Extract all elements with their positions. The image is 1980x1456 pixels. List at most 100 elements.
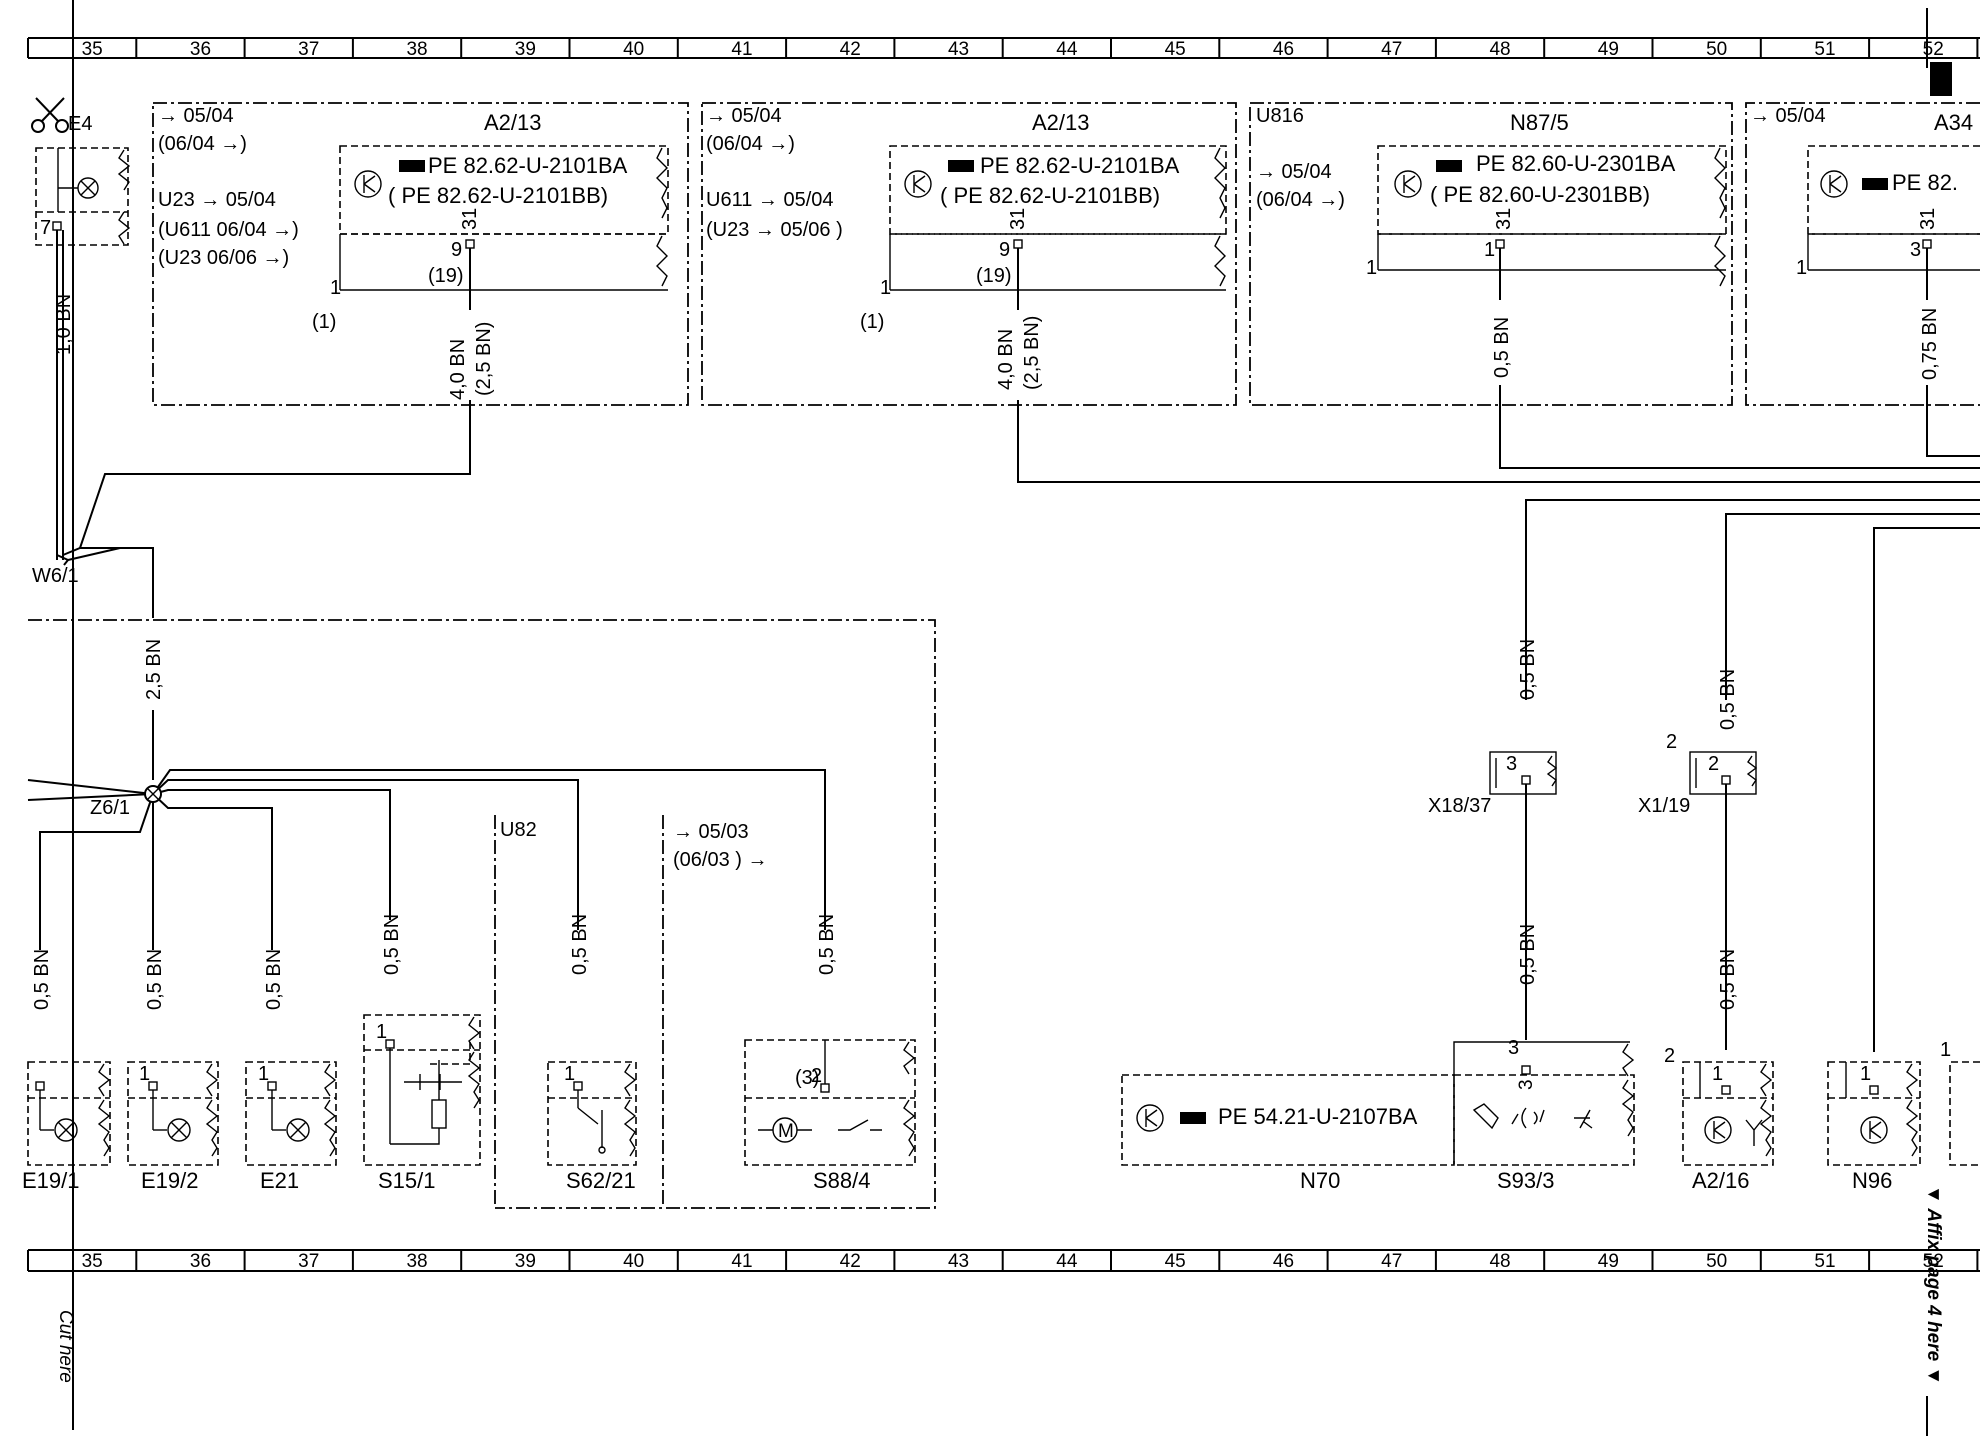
column-number: 38 (406, 39, 427, 60)
svg-text:(06/04 →): (06/04 →) (158, 133, 247, 155)
svg-text:0,5 BN: 0,5 BN (1491, 317, 1513, 378)
column-number: 51 (1814, 1251, 1835, 1272)
reference-hand-icon (1180, 1112, 1206, 1124)
column-number: 35 (82, 39, 103, 60)
column-number: 48 (1489, 39, 1510, 60)
svg-text:1: 1 (1860, 1063, 1871, 1085)
svg-text:1: 1 (1796, 257, 1807, 279)
column-number: 49 (1598, 1251, 1619, 1272)
svg-text:0,5 BN: 0,5 BN (144, 949, 166, 1010)
component-A2-16: 2 1 A2/16 (1664, 1045, 1774, 1193)
svg-text:4,0 BN: 4,0 BN (447, 339, 469, 400)
phone-icon (1472, 1103, 1499, 1130)
component-name: S88/4 (813, 1168, 871, 1193)
scissors-icon[interactable] (31, 97, 69, 133)
svg-text:2: 2 (1664, 1045, 1675, 1067)
a2-16-name: A2/16 (1692, 1168, 1750, 1193)
lamp-icon (54, 1118, 78, 1142)
svg-text:0,5 BN: 0,5 BN (263, 949, 285, 1010)
column-number: 35 (82, 1251, 103, 1272)
affix-margin: ▼ Affix page 4 here ▼ (1923, 8, 1952, 1436)
module-A2-13-b: → 05/04 (06/04 →) U611 → 05/04 (U23 → 05… (701, 102, 1980, 483)
svg-text:1: 1 (1940, 1039, 1951, 1061)
svg-text:(19): (19) (976, 265, 1012, 287)
a2-13-a-name: A2/13 (484, 110, 542, 135)
svg-text:4,0 BN: 4,0 BN (995, 329, 1017, 390)
transistor-icon (904, 170, 932, 198)
svg-text:U23 → 05/04: U23 → 05/04 (158, 189, 276, 211)
lamp-icon (167, 1118, 191, 1142)
svg-text:1: 1 (376, 1021, 387, 1043)
component-name: E21 (260, 1168, 299, 1193)
svg-text:(1): (1) (312, 311, 336, 333)
svg-text:(06/03 ) →: (06/03 ) → (673, 849, 767, 871)
svg-text:0,5 BN: 0,5 BN (1517, 924, 1539, 985)
n70-name: N70 (1300, 1168, 1340, 1193)
svg-text:(2,5 BN): (2,5 BN) (1021, 316, 1043, 390)
reference-hand-icon (1436, 160, 1462, 172)
svg-text:3: 3 (1506, 753, 1517, 775)
ground-W6-1: W6/1 2,5 BN (32, 400, 471, 780)
column-number: 47 (1381, 39, 1402, 60)
svg-text:9: 9 (999, 239, 1010, 261)
s93-3-name: S93/3 (1497, 1168, 1555, 1193)
column-number: 37 (298, 1251, 319, 1272)
lower-left-group: U82 → 05/03 (06/03 ) → Z6/1 0,5 BNE19/10… (22, 619, 936, 1209)
svg-text:9: 9 (451, 239, 462, 261)
module-A2-13-a: → 05/04 (06/04 →) U23 → 05/04 (U611 06/0… (152, 102, 689, 406)
signal-icon (1511, 1107, 1545, 1129)
transistor-icon (1136, 1104, 1164, 1132)
connector-X18-37: 0,5 BN 3 X18/37 0,5 BN (1428, 499, 1980, 1040)
svg-text:0,5 BN: 0,5 BN (381, 914, 403, 975)
affix-page-label: ▼ Affix page 4 here ▼ (1923, 1185, 1944, 1385)
svg-text:(1): (1) (860, 311, 884, 333)
svg-text:3: 3 (1910, 239, 1921, 261)
svg-text:0,5 BN: 0,5 BN (1717, 949, 1739, 1010)
svg-text:( PE 82.60-U-2301BB): ( PE 82.60-U-2301BB) (1430, 182, 1650, 207)
transistor-icon (1394, 170, 1422, 198)
svg-text:31: 31 (1493, 208, 1515, 230)
column-number: 41 (731, 39, 752, 60)
column-number: 39 (515, 39, 536, 60)
transistor-icon (354, 170, 382, 198)
svg-text:(U611 06/04 →): (U611 06/04 →) (158, 219, 299, 241)
a34-name: A34 (1934, 110, 1973, 135)
column-number: 42 (840, 39, 861, 60)
svg-text:M: M (778, 1121, 794, 1142)
splice-Z6-1: Z6/1 (27, 769, 826, 950)
svg-text:0,75 BN: 0,75 BN (1919, 308, 1941, 380)
column-number: 40 (623, 39, 644, 60)
svg-text:0,5 BN: 0,5 BN (816, 914, 838, 975)
svg-text:( PE 82.62-U-2101BB): ( PE 82.62-U-2101BB) (940, 183, 1160, 208)
column-number: 39 (515, 1251, 536, 1272)
svg-text:(3): (3) (795, 1067, 819, 1089)
svg-text:PE 82.60-U-2301BA: PE 82.60-U-2301BA (1476, 151, 1676, 176)
column-number: 41 (731, 1251, 752, 1272)
page-marker (1930, 62, 1952, 96)
svg-text:3: 3 (1508, 1037, 1519, 1059)
e4-label: E4 (68, 113, 92, 135)
svg-text:31: 31 (459, 208, 481, 230)
component-E4: E4 7 1,0 BN (35, 113, 131, 560)
svg-text:0,5 BN: 0,5 BN (1717, 669, 1739, 730)
column-number: 49 (1598, 39, 1619, 60)
z6-label: Z6/1 (90, 797, 130, 819)
column-number: 38 (406, 1251, 427, 1272)
svg-text:(U23 06/06 →): (U23 06/06 →) (158, 247, 289, 269)
w6-label: W6/1 (32, 565, 79, 587)
e4-wire-label: 1,0 BN (53, 294, 75, 355)
transistor-icon (1704, 1116, 1732, 1144)
svg-text:PE 82.: PE 82. (1892, 170, 1958, 195)
column-number: 36 (190, 1251, 211, 1272)
svg-text:1: 1 (330, 277, 341, 299)
column-number: 43 (948, 39, 969, 60)
svg-text:(19): (19) (428, 265, 464, 287)
svg-text:U611 → 05/04: U611 → 05/04 (706, 189, 834, 211)
svg-text:→ 05/04: → 05/04 (1256, 161, 1332, 183)
column-number: 43 (948, 1251, 969, 1272)
